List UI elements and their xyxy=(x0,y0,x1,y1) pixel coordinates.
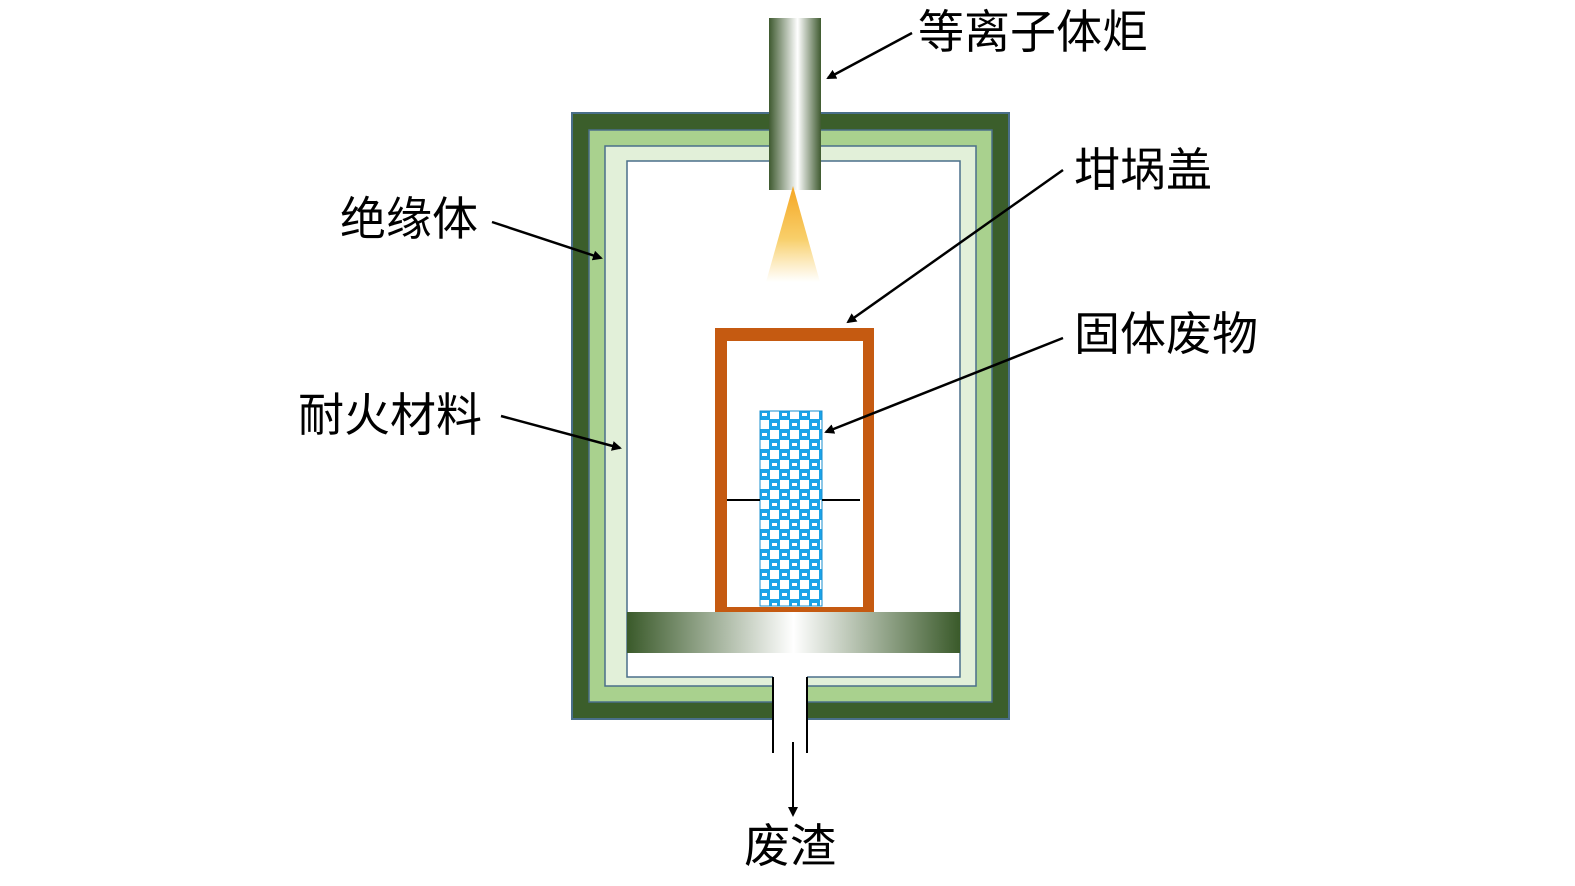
solid-waste-block xyxy=(759,410,823,607)
arrow-insulator xyxy=(491,220,603,261)
label-solid-waste: 固体废物 xyxy=(1074,307,1258,361)
support-plate xyxy=(627,612,960,653)
label-refractory: 耐火材料 xyxy=(298,388,482,442)
arrow-crucible-lid xyxy=(846,168,1064,324)
label-plasma-torch: 等离子体炬 xyxy=(918,5,1148,59)
label-slag: 废渣 xyxy=(744,819,836,873)
plasma-torch xyxy=(769,18,821,190)
arrow-solid-waste xyxy=(824,336,1064,434)
arrow-plasma-torch xyxy=(826,31,913,80)
slag-outlet-pipe xyxy=(773,676,807,722)
label-crucible-lid: 坩埚盖 xyxy=(1074,143,1212,197)
label-insulator: 绝缘体 xyxy=(340,192,478,246)
arrow-refractory xyxy=(500,414,622,451)
plasma-flame xyxy=(766,186,820,282)
